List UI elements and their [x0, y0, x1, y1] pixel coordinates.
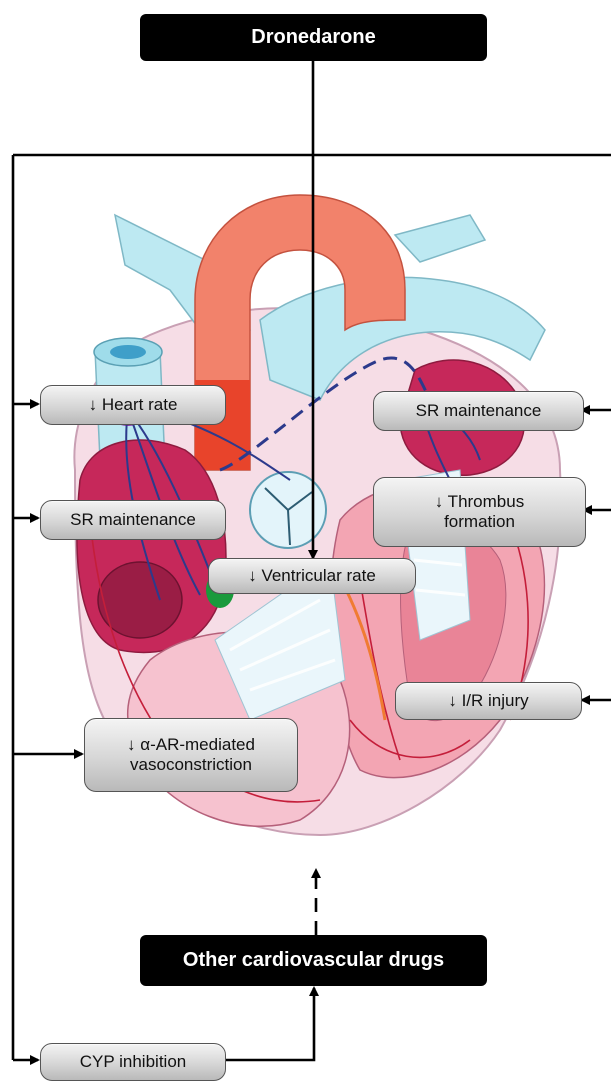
sr-maintenance-left-label: SR maintenance	[70, 510, 196, 530]
sr-maintenance-right-label: SR maintenance	[416, 401, 542, 421]
ir-injury-label: ↓ I/R injury	[448, 691, 528, 711]
ventricular-rate-label: ↓ Ventricular rate	[248, 566, 376, 586]
cyp-inhibition-label: CYP inhibition	[80, 1052, 186, 1072]
heart-rate-label: ↓ Heart rate	[89, 395, 178, 415]
ir-injury-pill: ↓ I/R injury	[395, 682, 582, 720]
dronedarone-box: Dronedarone	[140, 14, 487, 61]
pulmonary-upper	[395, 215, 485, 262]
heart-rate-pill: ↓ Heart rate	[40, 385, 226, 425]
thrombus-pill: ↓ Thrombus formation	[373, 477, 586, 547]
sr-maintenance-left-pill: SR maintenance	[40, 500, 226, 540]
other-drugs-box: Other cardiovascular drugs	[140, 935, 487, 986]
vasoconstriction-label-line2: vasoconstriction	[130, 755, 252, 775]
sr-maintenance-right-pill: SR maintenance	[373, 391, 584, 431]
vasoconstriction-pill: ↓ α-AR-mediated vasoconstriction	[84, 718, 298, 792]
thrombus-label-line2: formation	[444, 512, 515, 532]
thrombus-label-line1: ↓ Thrombus	[435, 492, 524, 512]
dronedarone-label: Dronedarone	[251, 26, 375, 49]
ventricular-rate-pill: ↓ Ventricular rate	[208, 558, 416, 594]
vasoconstriction-label-line1: ↓ α-AR-mediated	[127, 735, 255, 755]
other-drugs-label: Other cardiovascular drugs	[183, 949, 444, 972]
cyp-inhibition-pill: CYP inhibition	[40, 1043, 226, 1081]
